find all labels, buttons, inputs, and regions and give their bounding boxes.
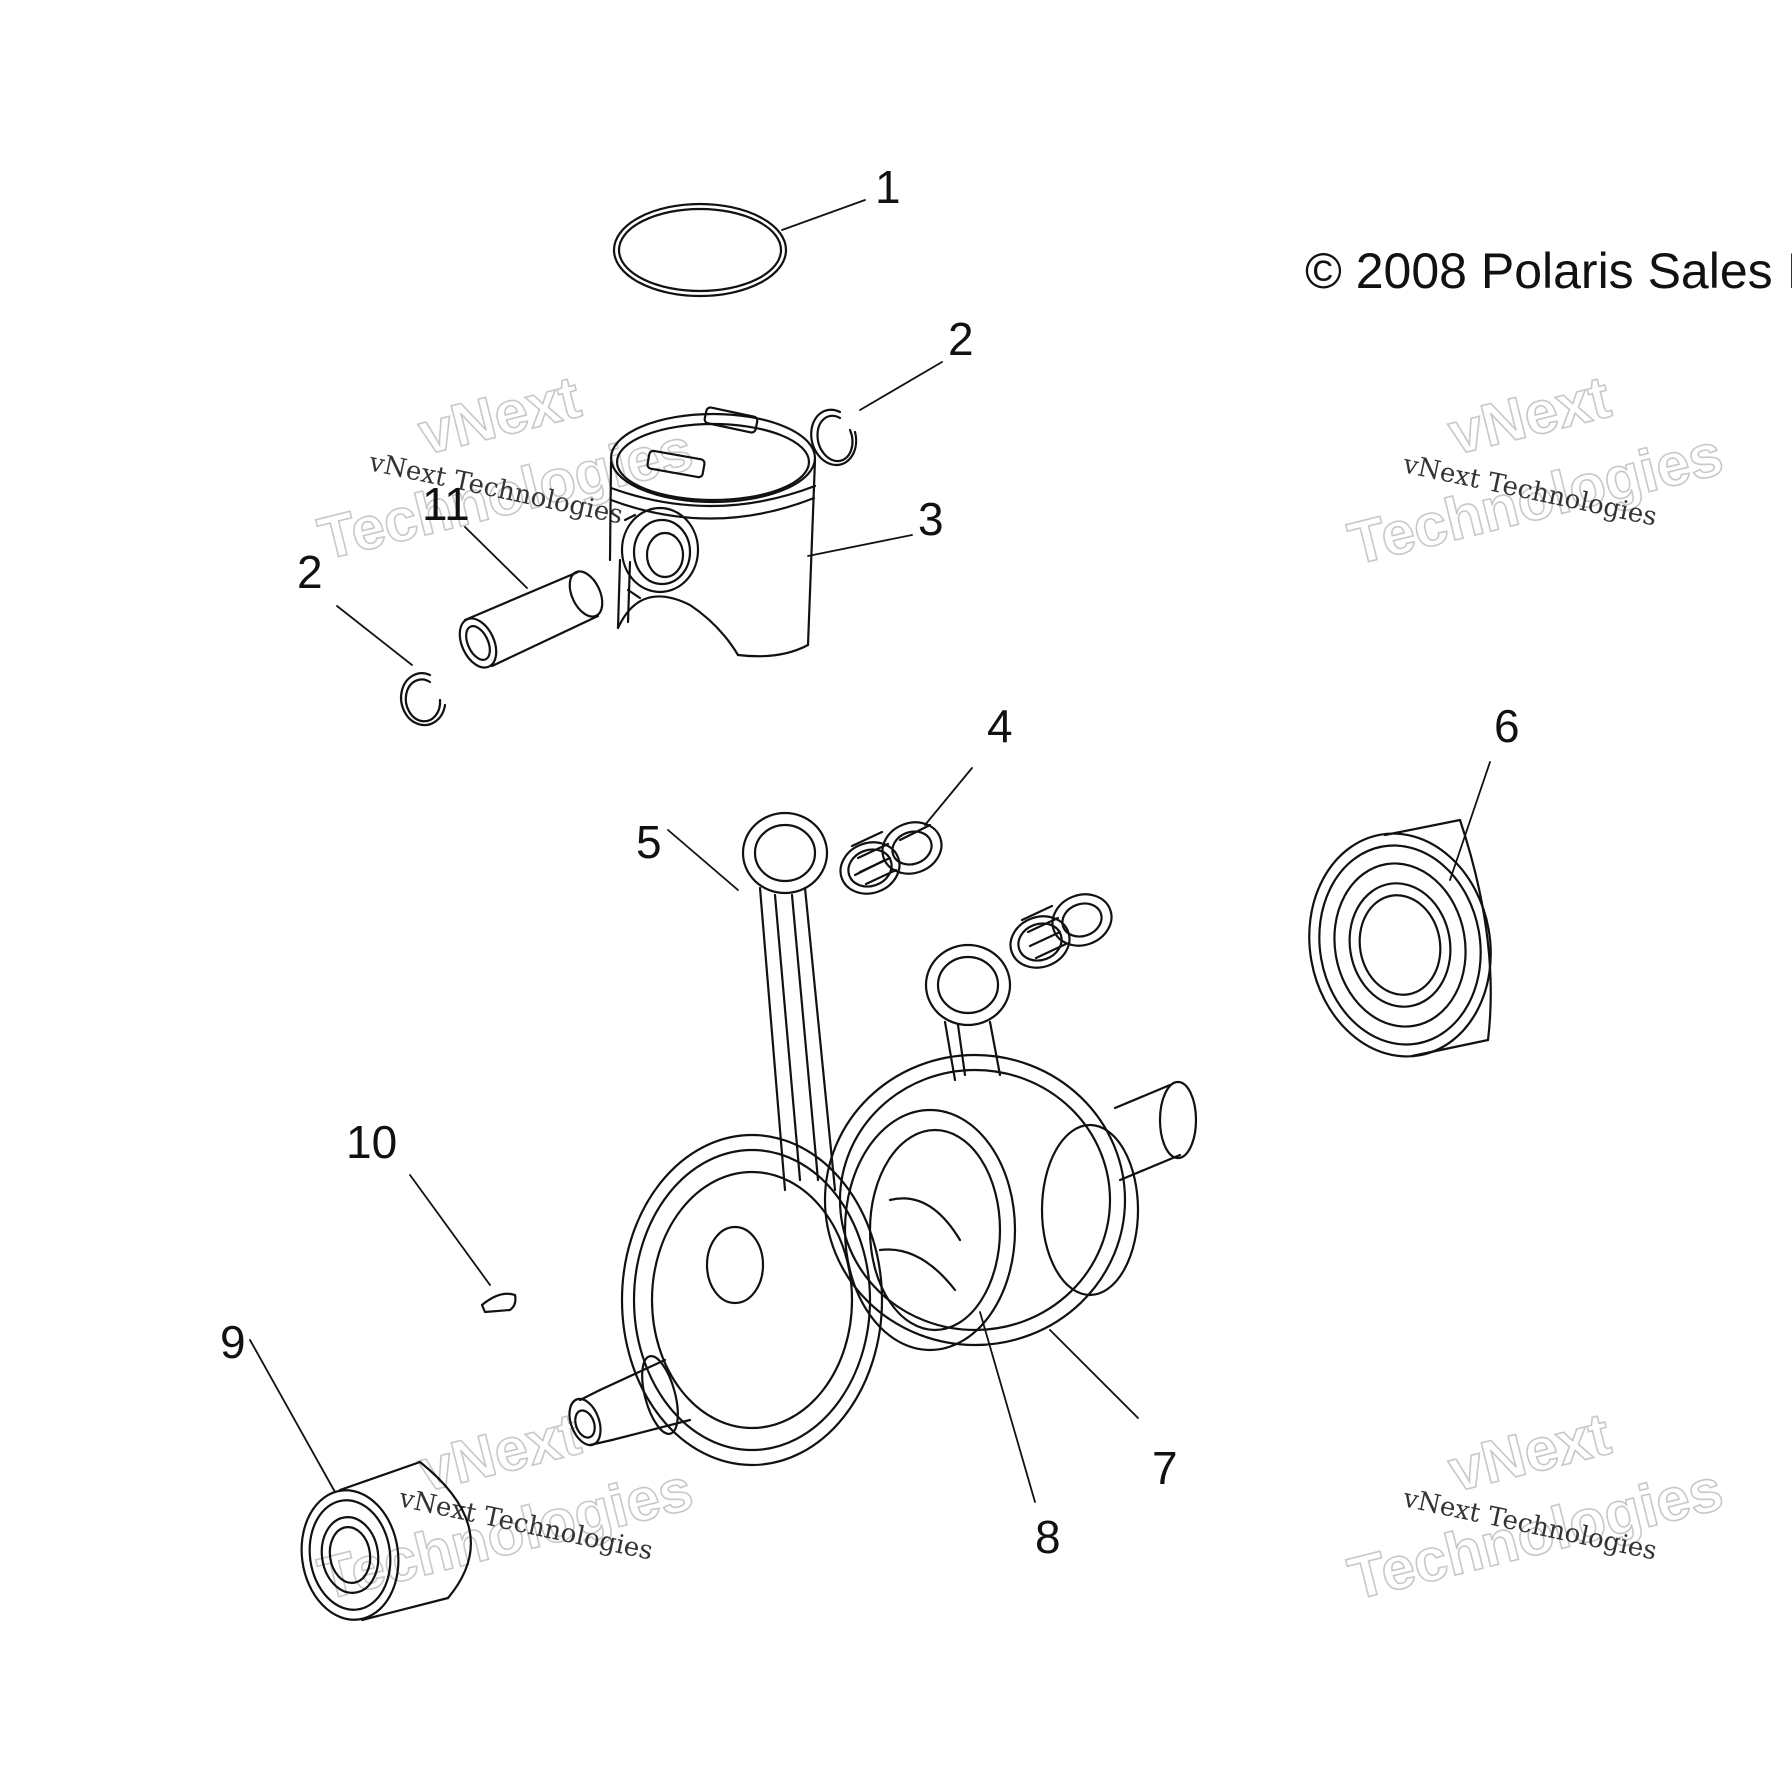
wrist-pin-clip-lower xyxy=(401,673,445,725)
copyright-notice: © 2008 Polaris Sales I xyxy=(1305,243,1792,299)
leader-line-1 xyxy=(781,199,866,231)
callout-8: 8 xyxy=(1035,1511,1061,1563)
callout-1: 1 xyxy=(875,161,901,213)
leader-line-5 xyxy=(667,829,739,891)
leader-lines xyxy=(249,199,1491,1503)
wrist-pin-clip-upper xyxy=(811,410,856,465)
leader-line-7 xyxy=(1049,1329,1139,1419)
leader-line-6 xyxy=(1449,761,1491,881)
callout-5: 5 xyxy=(636,816,662,868)
main-bearing-right xyxy=(1292,819,1508,1071)
watermark-bottom-right: vNext Technologies vNext Technologies xyxy=(1341,1399,1730,1613)
connecting-rod-left xyxy=(743,813,835,1190)
callout-3: 3 xyxy=(918,493,944,545)
needle-bearing-left xyxy=(833,814,948,902)
callout-9: 9 xyxy=(220,1316,246,1368)
woodruff-key xyxy=(482,1294,515,1312)
connecting-rod-right xyxy=(926,945,1010,1080)
callout-7: 7 xyxy=(1152,1442,1178,1494)
leader-line-4 xyxy=(924,767,973,826)
leader-line-2-upper xyxy=(859,361,943,411)
callout-10: 10 xyxy=(346,1116,397,1168)
callout-labels: 1 2 2 3 4 5 6 7 8 9 10 11 xyxy=(220,161,1520,1563)
watermark-top-right: vNext Technologies vNext Technologies xyxy=(1341,362,1730,578)
wrist-pin xyxy=(453,566,609,673)
main-bearing-left xyxy=(293,1462,470,1626)
leader-line-2-lower xyxy=(336,605,413,666)
leader-line-10 xyxy=(409,1174,491,1286)
callout-4: 4 xyxy=(987,700,1013,752)
crankshaft xyxy=(564,1055,1196,1465)
callout-2-lower: 2 xyxy=(297,546,323,598)
needle-bearing-right xyxy=(1003,886,1118,976)
leader-line-11 xyxy=(464,526,528,589)
watermark-top-left: vNext Technologies vNext Technologies xyxy=(311,362,700,573)
leader-line-8 xyxy=(979,1311,1036,1503)
leader-line-3 xyxy=(807,534,913,557)
piston-ring xyxy=(614,204,786,296)
leader-line-9 xyxy=(249,1339,336,1493)
callout-11: 11 xyxy=(422,478,470,530)
piston xyxy=(610,407,815,656)
callout-6: 6 xyxy=(1494,700,1520,752)
callout-2-upper: 2 xyxy=(948,313,974,365)
